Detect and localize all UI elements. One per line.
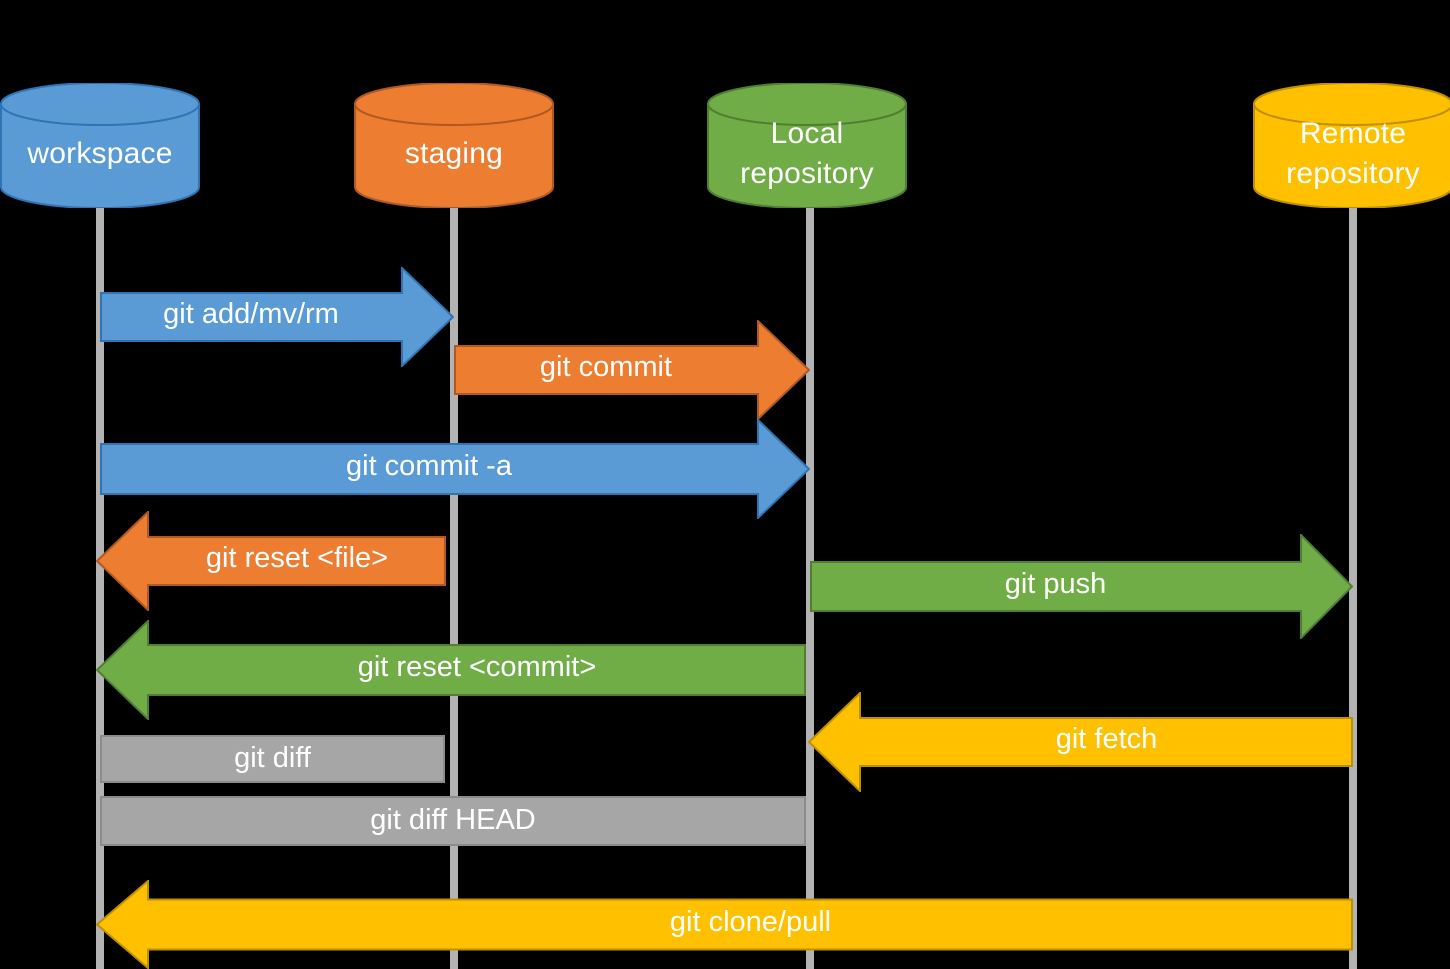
cylinder-remote-repository[interactable]: Remote repository [1253,83,1450,208]
cylinder-workspace[interactable]: workspace [0,83,200,208]
lifeline-workspace [96,200,104,969]
arrow-git-clone-pull[interactable]: git clone/pull [96,880,1353,969]
arrow-git-commit-a[interactable]: git commit -a [100,419,810,519]
arrow-git-fetch[interactable]: git fetch [808,692,1353,792]
arrow-git-push[interactable]: git push [810,534,1353,639]
lifeline-remote-repository [1349,200,1357,969]
arrow-git-reset-commit[interactable]: git reset <commit> [96,620,806,720]
bar-label-git-diff-head: git diff HEAD [370,804,536,836]
bar-git-diff-head[interactable]: git diff HEAD [100,796,806,846]
lifeline-staging [450,200,458,969]
cylinder-staging[interactable]: staging [354,83,554,208]
bar-git-diff[interactable]: git diff [100,735,445,783]
bar-label-git-diff: git diff [234,742,311,774]
arrow-git-reset-file[interactable]: git reset <file> [96,511,446,611]
cylinder-local-repository[interactable]: Local repository [707,83,907,208]
arrow-git-commit[interactable]: git commit [454,320,810,420]
arrow-git-add-mv-rm[interactable]: git add/mv/rm [100,267,454,367]
